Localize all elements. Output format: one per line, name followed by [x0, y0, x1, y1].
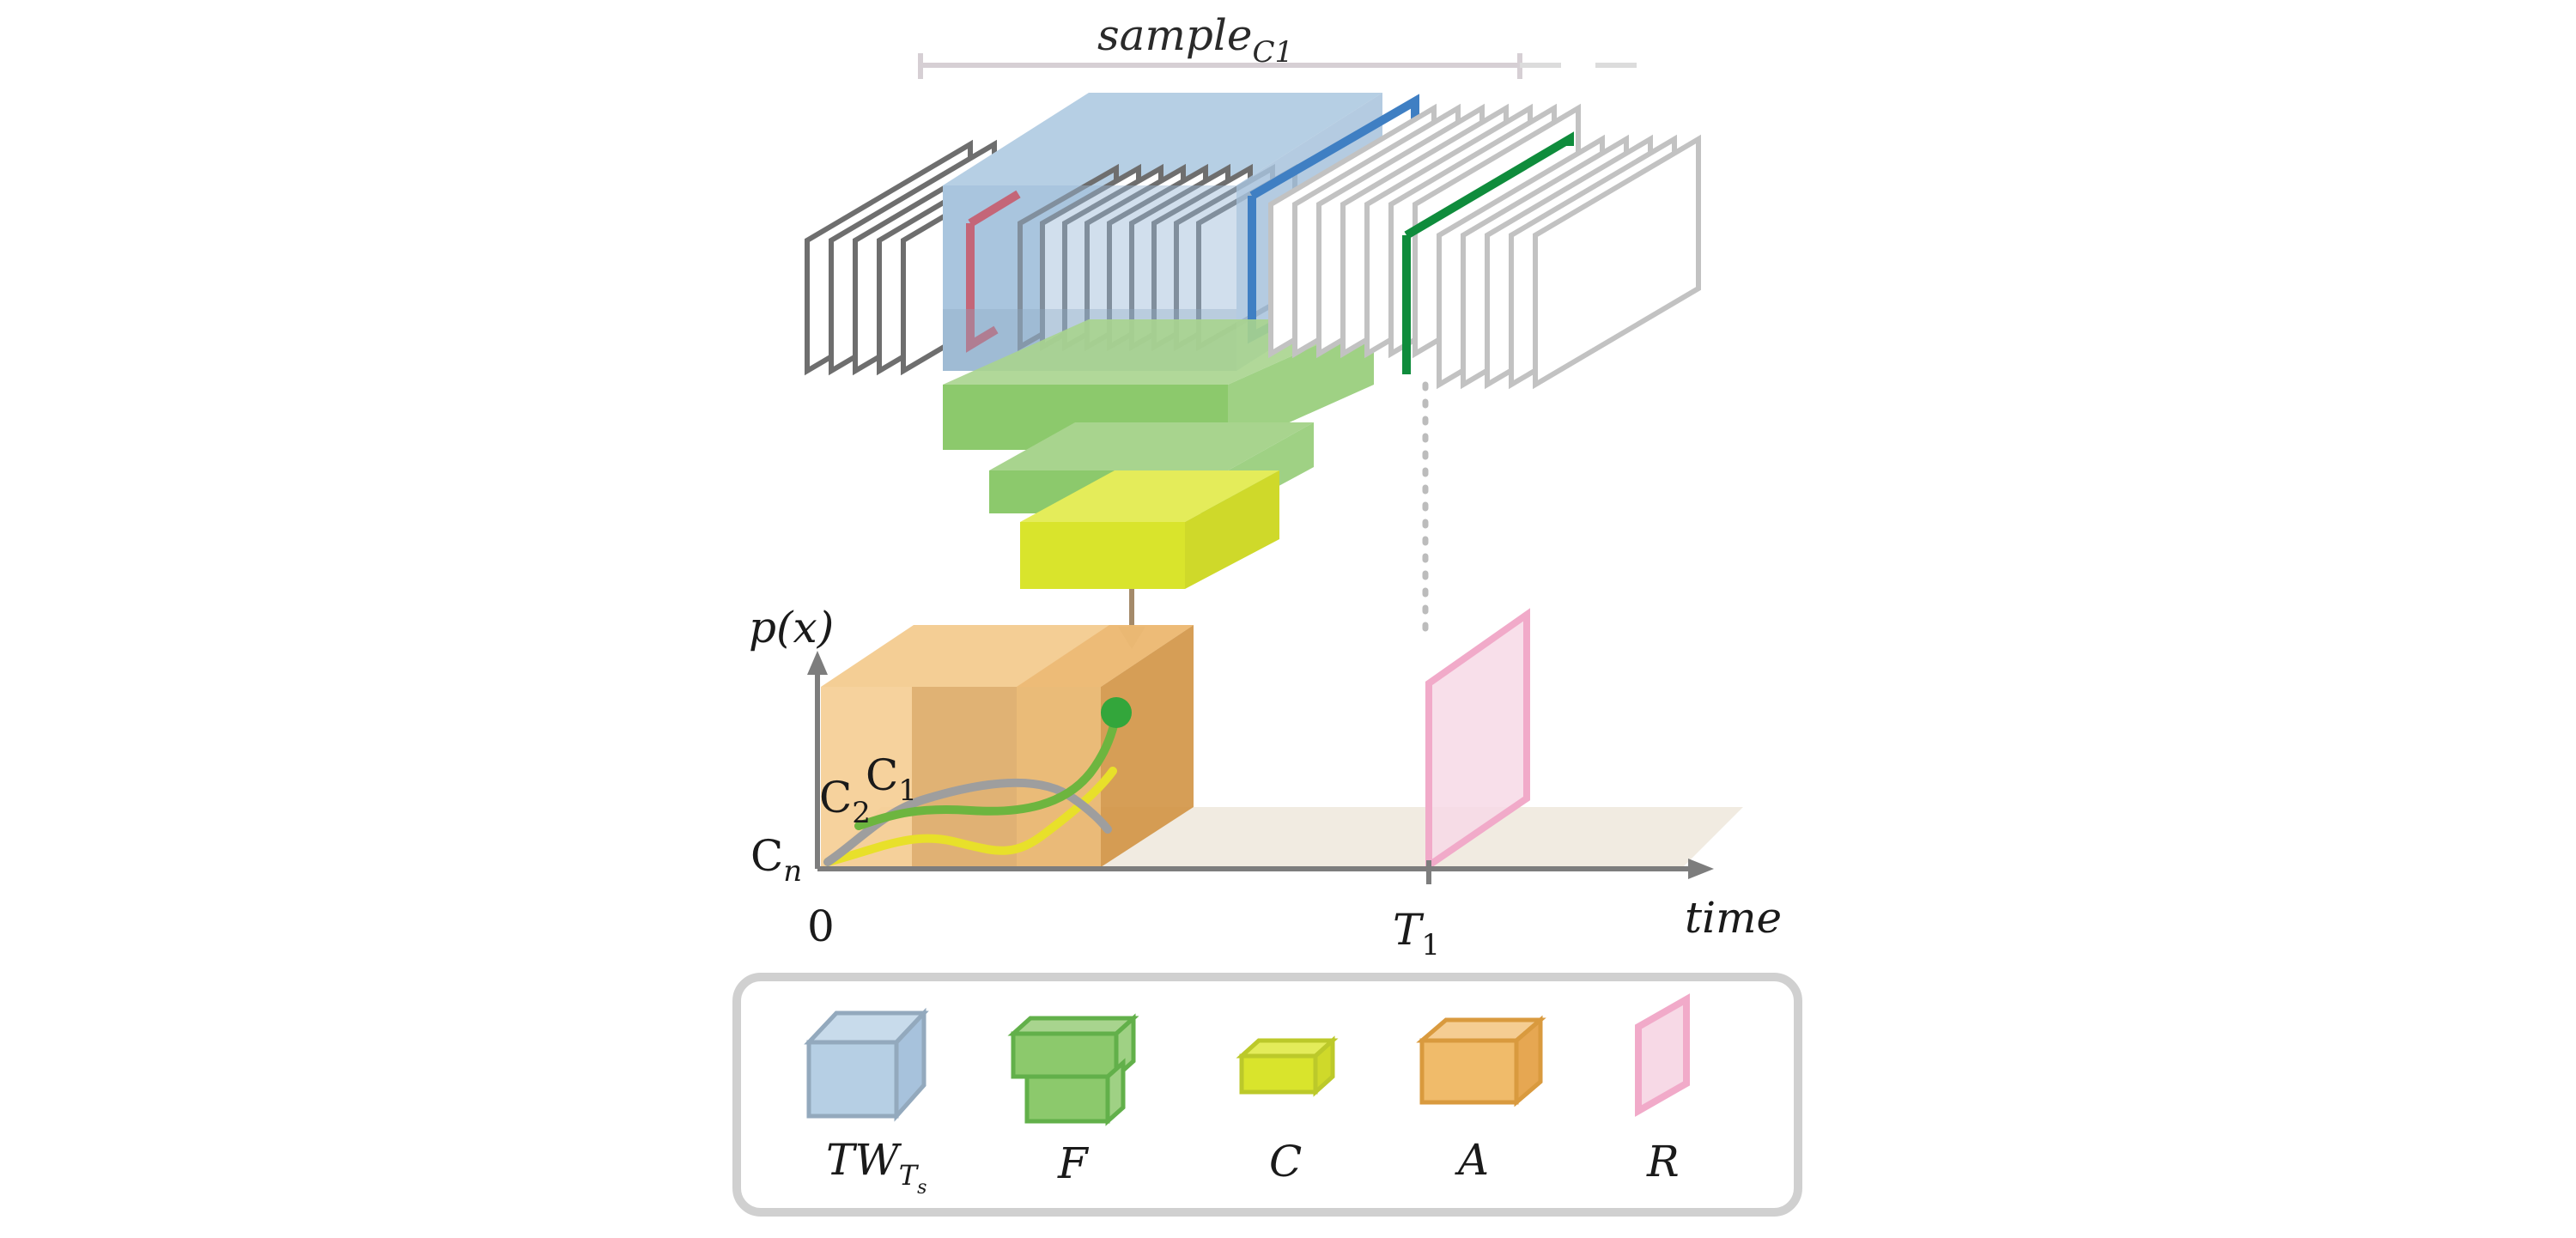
- classifier-block: [1020, 470, 1279, 589]
- c1-label: C1: [866, 750, 917, 808]
- y-axis-arrow: [807, 651, 828, 675]
- cn-label: Cn: [750, 831, 802, 889]
- attention-box: [821, 625, 1194, 867]
- x-axis-arrow: [1688, 859, 1714, 879]
- frames-light-group-rear: [1437, 134, 1701, 390]
- frame: [1533, 134, 1701, 390]
- sample-bracket: [918, 53, 1666, 79]
- probability-curves: [823, 697, 1132, 866]
- t1-label: T1: [1393, 905, 1440, 962]
- result-panel: [1425, 608, 1530, 872]
- x-axis-label: time: [1685, 893, 1782, 943]
- curve-c1: [854, 712, 1121, 830]
- legend-r-icon: [1635, 993, 1690, 1117]
- legend-f-icon: [1007, 1013, 1139, 1126]
- frame-red: [966, 190, 1021, 353]
- legend-f-label: F: [1057, 1138, 1090, 1188]
- origin-label: 0: [807, 901, 835, 951]
- legend-a-icon: [1416, 1015, 1546, 1108]
- legend-r-label: R: [1646, 1137, 1680, 1186]
- y-axis-label: p(x): [749, 603, 834, 652]
- legend-c-icon: [1236, 1035, 1339, 1097]
- axes: [807, 651, 1714, 884]
- legend-c-label: C: [1269, 1137, 1302, 1186]
- legend-tw-label: TWTs: [826, 1135, 927, 1199]
- frame-green: [1402, 131, 1574, 374]
- c2-label: C2: [819, 773, 871, 830]
- curve-c2: [823, 778, 1112, 866]
- legend: TWTs F C A R: [732, 973, 1802, 1217]
- legend-tw-icon: [804, 1007, 929, 1122]
- curve-c1-endpoint: [1101, 697, 1132, 728]
- legend-a-label: A: [1455, 1135, 1489, 1185]
- sample-label: sampleC1: [1097, 10, 1293, 70]
